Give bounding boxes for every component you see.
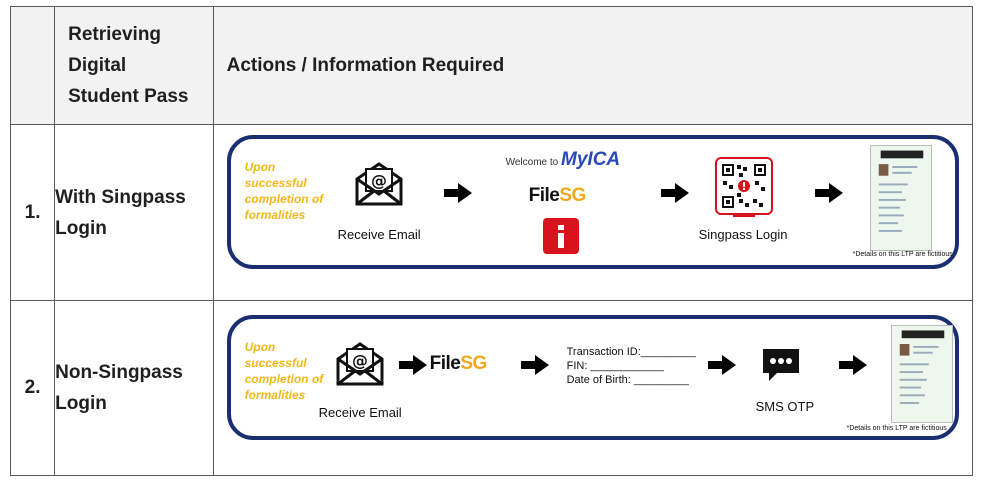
myica-welcome: Welcome to MyICA [505,149,621,170]
right-arrow-icon [443,183,472,203]
right-arrow-icon [520,355,549,375]
method-name-line: With Singpass [55,186,186,208]
method-name-line: Non-Singpass [55,362,183,383]
right-arrow-icon [398,355,427,375]
svg-text:@: @ [371,171,387,190]
filesg-logo: FileSG [429,353,488,374]
ltp-fictitious-note: *Details on this LTP are fictitious [852,251,953,258]
right-arrow-icon [707,355,736,375]
transaction-id-field: Transaction ID:_________ [566,346,696,358]
ltp-card-icon [869,145,932,251]
ltp-fictitious-note: *Details on this LTP are fictitious [846,425,947,432]
header-method-line: Retrieving [68,24,162,45]
required-fields: Transaction ID:_________ FIN: __________… [567,345,696,387]
header-actions-cell: Actions / Information Required [212,6,974,125]
header-method-line: Student Pass [68,86,189,107]
row-number: 1. [9,124,56,301]
table-row: 1. With Singpass Login Upon successful c… [9,124,974,301]
header-method-cell: Retrieving Digital Student Pass [54,6,214,125]
sms-otp-label: SMS OTP [755,399,815,414]
retrieval-table: Retrieving Digital Student Pass Actions … [9,6,974,476]
filesg-logo: FileSG [528,185,587,206]
header-row: Retrieving Digital Student Pass Actions … [9,6,974,125]
fin-field: FIN: ____________ [566,360,664,372]
right-arrow-icon [660,183,689,203]
non-singpass-flow-diagram: Upon successful completion of formalitie… [226,315,959,440]
myica-brand: MyICA [561,149,621,170]
method-name-line: Login [55,393,107,414]
row-method-name: Non-Singpass Login [54,300,214,476]
envelope-at-icon: @ [336,342,384,386]
header-step-cell [9,6,56,125]
upon-completion-text: Upon successful completion of formalitie… [244,340,324,402]
right-arrow-icon [838,355,867,375]
singpass-flow-diagram: Upon successful completion of formalitie… [226,135,959,269]
upon-completion-text: Upon successful completion of formalitie… [244,160,324,222]
row-number: 2. [9,300,56,476]
flow-cell: Upon successful completion of formalitie… [212,300,974,476]
row-method-name: With Singpass Login [54,124,214,301]
ltp-card-icon [890,325,953,423]
singpass-qr-icon [714,157,773,217]
envelope-at-icon: @ [355,162,403,206]
receive-email-label: Receive Email [318,405,402,420]
svg-text:@: @ [352,351,368,370]
right-arrow-icon [814,183,843,203]
singpass-login-label: Singpass Login [698,227,788,242]
method-name-line: Login [55,217,107,239]
table-row: 2. Non-Singpass Login Upon successful co… [9,300,974,476]
sms-bubble-icon [762,349,799,381]
flow-cell: Upon successful completion of formalitie… [212,124,974,301]
receive-email-label: Receive Email [337,227,421,242]
header-method-line: Digital [68,55,127,76]
myica-info-icon [542,218,579,254]
date-of-birth-field: Date of Birth: _________ [566,374,689,386]
